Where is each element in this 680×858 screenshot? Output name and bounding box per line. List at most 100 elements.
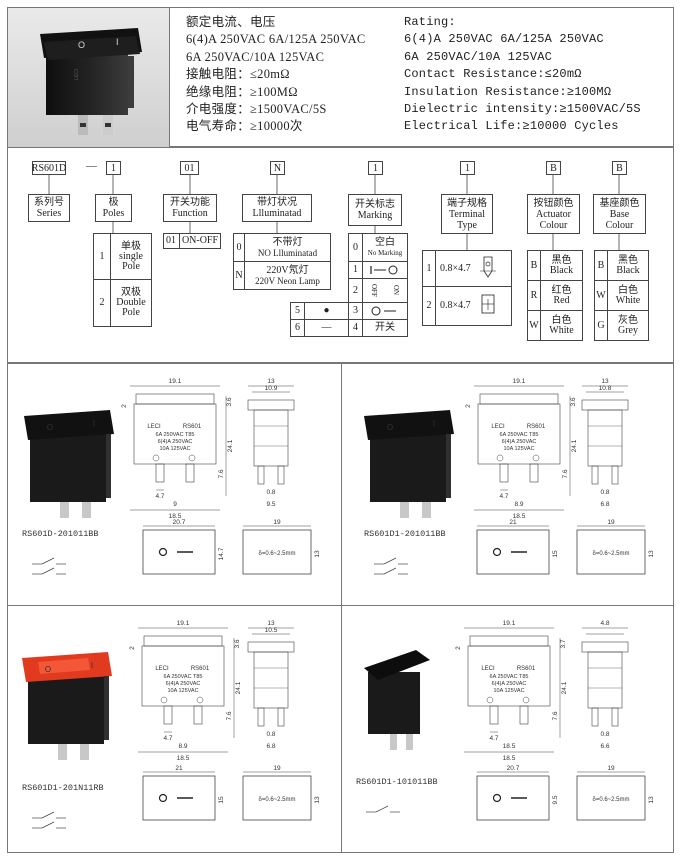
dim-height: 24.1 — [235, 681, 242, 694]
actuator-r-cn: 红色 — [551, 284, 572, 296]
spec-en-insulation: Insulation Resistance:≥100MΩ — [404, 84, 612, 99]
header-actuator-cn: 按钮颜色 — [533, 197, 574, 209]
panel-thickness-range: δ=0.6~2.5mm — [592, 551, 629, 557]
dim-cap: 3.6 — [226, 397, 233, 406]
dim-cutout-height: 15 — [218, 796, 225, 804]
label-rating-1: 6A 250VAC T85 — [490, 674, 529, 680]
dim-thickness: 0.8 — [600, 489, 609, 496]
dim-panel-width: 19 — [273, 765, 281, 772]
actuator-b-cn: 黑色 — [551, 254, 572, 266]
dim-top: 2 — [129, 646, 136, 650]
photo-on-mark: I — [91, 661, 93, 670]
header-actuator-en2: Colour — [539, 219, 568, 231]
dim-top: 2 — [465, 404, 472, 408]
dim-width: 19.1 — [503, 620, 516, 627]
actuator-w-cn: 白色 — [551, 314, 572, 326]
label-brand: LECI — [491, 424, 505, 430]
label-model: RS601 — [191, 666, 210, 672]
label-model: RS601 — [527, 424, 546, 430]
header-base-en2: Colour — [605, 219, 634, 231]
dim-side-width: 13 — [267, 378, 275, 385]
header-poles-en: Poles — [102, 208, 125, 219]
base-b-en: Black — [616, 264, 640, 276]
header-terminal-en1: Terminal — [449, 208, 485, 220]
terminal-size-2: 0.8×4.7 — [440, 300, 471, 311]
header-marking-en: Marking — [357, 210, 393, 221]
code-actuator: B — [546, 161, 561, 175]
code-function: 01 — [180, 161, 199, 175]
dim-side-width: 13 — [601, 378, 609, 385]
code-terminal: 1 — [460, 161, 475, 175]
illum-desc-0-en: NO Llluminatad — [257, 247, 318, 258]
dim-top: 2 — [455, 646, 462, 650]
dim-side-width: 13 — [267, 620, 275, 627]
dim-side-pitch: 6.6 — [600, 743, 609, 750]
spec-en-title: Rating: — [404, 15, 456, 29]
header-illum-cn: 带灯状况 — [257, 197, 297, 208]
panel-thickness-range: δ=0.6~2.5mm — [592, 797, 629, 803]
dim-panel-width: 19 — [607, 519, 615, 526]
marking-desc-2: OFF ON — [362, 278, 408, 303]
dim-base: 18.5 — [169, 513, 182, 520]
actuator-r-en: Red — [553, 294, 570, 306]
spec-cn-insulation: 绝缘电阻：≥100MΩ — [186, 84, 298, 99]
base-desc-w: 白色 White — [607, 280, 649, 311]
dim-pitch: 8.9 — [178, 743, 187, 750]
dim-panel-height: 13 — [314, 550, 321, 558]
label-rating-3: 10A 125VAC — [167, 688, 198, 694]
terminal-qc-icon — [479, 256, 496, 278]
illum-desc-0: 不带灯 NO Llluminatad — [244, 233, 331, 262]
poles-desc-1-cn: 单极 — [121, 240, 141, 252]
header-series-cn: 系列号 — [34, 197, 64, 208]
dim-panel-width: 19 — [273, 519, 281, 526]
marking-sym-5: ● — [304, 302, 349, 320]
poles-num-2: 2 — [93, 279, 111, 327]
spec-cn-line1: 6(4)A 250VAC 6A/125A 250VAC — [186, 32, 366, 47]
dim-cutout-width: 20.7 — [173, 519, 186, 526]
circuit-symbol-icon — [374, 557, 408, 575]
marking-sym-1 — [362, 261, 408, 279]
base-b-cn: 黑色 — [618, 254, 638, 266]
dim-side-width: 4.8 — [600, 620, 609, 627]
dim-cutout-width: 20.7 — [507, 765, 520, 772]
marking-desc-0-cn: 空白 — [375, 236, 395, 248]
dim-cutout-height: 9.5 — [552, 795, 559, 804]
product-photo — [364, 650, 430, 750]
panel-thickness-range: δ=0.6~2.5mm — [258, 551, 295, 557]
dim-pin: 4.7 — [499, 493, 508, 500]
product-photo-main: O I LECI — [8, 8, 169, 147]
spec-en: Rating: 6(4)A 250VAC 6A/125A 250VAC 6A 2… — [404, 14, 641, 136]
terminal-desc-1: 0.8×4.7 — [435, 250, 512, 287]
header-series-en: Series — [36, 208, 62, 219]
base-code-g: G — [594, 310, 608, 341]
header-terminal-en2: Type — [457, 219, 477, 231]
label-rating-2: 6(4)A 250VAC — [158, 439, 193, 445]
code-illum: N — [270, 161, 285, 175]
actuator-desc-w: 白色 White — [540, 310, 583, 341]
marking-desc-4: 开关 — [362, 319, 408, 337]
dim-cap: 3.6 — [570, 397, 577, 406]
poles-num-1: 1 — [93, 233, 111, 280]
marking-desc-0: 空白 No Marking — [362, 233, 408, 262]
illum-desc-n-cn: 220V氖灯 — [266, 264, 309, 276]
header-marking: 开关标志 Marking — [348, 194, 402, 226]
label-brand: LECI — [481, 666, 495, 672]
header-poles-cn: 极 — [108, 197, 119, 208]
code-series: RS601D — [31, 161, 67, 175]
actuator-b-en: Black — [549, 264, 574, 276]
actuator-desc-b: 黑色 Black — [540, 250, 583, 281]
label-rating-2: 6(4)A 250VAC — [502, 439, 537, 445]
actuator-code-w: W — [527, 310, 541, 341]
drawings-panel — [7, 363, 674, 853]
header-series: 系列号 Series — [28, 194, 70, 222]
panel-thickness-range: δ=0.6~2.5mm — [258, 797, 295, 803]
marking-num-4: 4 — [348, 319, 363, 337]
header-base-cn: 基座颜色 — [599, 197, 640, 209]
